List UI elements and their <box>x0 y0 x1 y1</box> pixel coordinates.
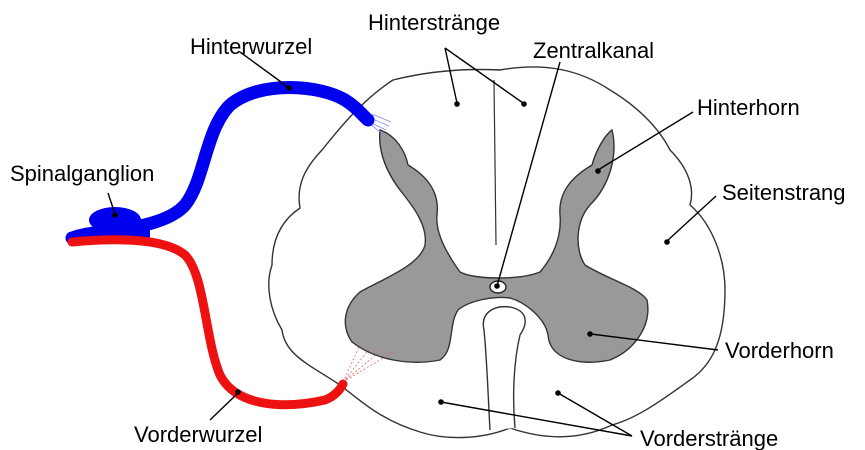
label-hinterstraenge: Hinterstränge <box>368 10 500 35</box>
leader-lines <box>107 47 719 437</box>
grey-matter <box>344 128 649 363</box>
dorsal-root <box>65 81 375 245</box>
label-seitenstrang: Seitenstrang <box>722 180 846 205</box>
label-dots <box>112 85 670 405</box>
label-vorderwurzel: Vorderwurzel <box>134 422 262 447</box>
posterior-median-septum <box>493 79 497 246</box>
label-vorderhorn: Vorderhorn <box>725 338 834 363</box>
label-vorderstraenge: Vorderstränge <box>640 426 778 450</box>
ventral-root-fibres <box>342 344 394 383</box>
ventral-root <box>67 235 348 410</box>
label-hinterhorn: Hinterhorn <box>697 95 800 120</box>
label-hinterwurzel: Hinterwurzel <box>190 34 312 59</box>
anterior-median-fissure <box>482 305 526 431</box>
label-zentralkanal: Zentralkanal <box>533 38 654 63</box>
label-spinalganglion: Spinalganglion <box>10 161 154 186</box>
